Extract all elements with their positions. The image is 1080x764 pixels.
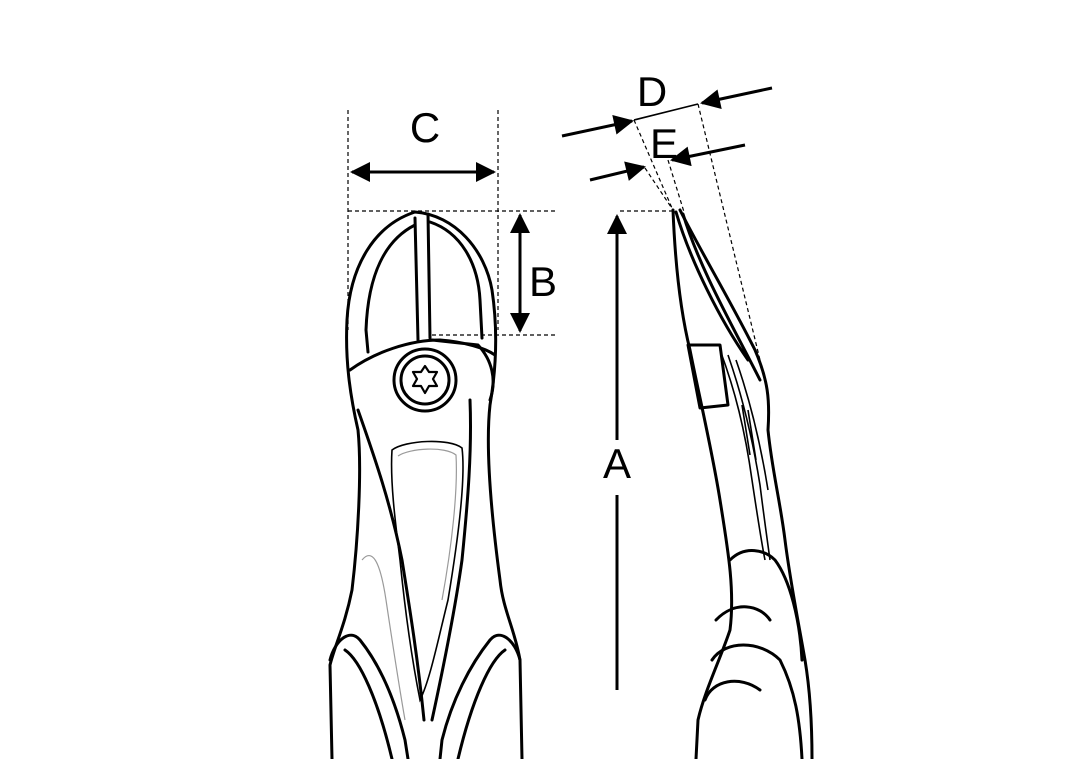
label-d: D <box>637 68 667 115</box>
handle-body-left <box>356 408 426 722</box>
side-layers <box>719 349 771 561</box>
e-arrow-right <box>670 143 746 167</box>
side-pivot-block <box>686 343 730 410</box>
handle-recess-inner <box>397 448 457 601</box>
side-view-pliers <box>671 208 814 761</box>
jaw-bevel <box>348 338 497 402</box>
grip-right <box>438 633 522 761</box>
d-extension-left <box>633 119 676 216</box>
torx-icon <box>411 364 439 395</box>
handle-body-right <box>430 398 473 722</box>
side-outline-left <box>671 208 734 761</box>
d-arrow-right <box>700 86 773 110</box>
label-c: C <box>410 104 440 151</box>
front-outline <box>328 210 524 761</box>
label-a: A <box>603 440 631 487</box>
side-outline-right <box>678 208 814 761</box>
label-b: B <box>529 258 557 305</box>
e-extension-left <box>644 167 674 211</box>
d-span <box>633 103 699 121</box>
jaw-inner-left <box>364 223 417 354</box>
d-arrow-left <box>561 114 634 138</box>
handle-left-shine <box>361 555 406 721</box>
side-handle-curve <box>714 549 804 662</box>
side-jaw-edge <box>674 210 762 382</box>
pivot-bolt <box>392 347 458 413</box>
pivot-bolt-inner <box>399 354 451 406</box>
front-dimensions: C B <box>347 104 557 336</box>
grip-left <box>328 633 410 761</box>
side-dimensions: A D E <box>561 68 773 690</box>
jaw-split-line <box>413 212 432 342</box>
d-extension-right <box>697 103 761 361</box>
label-e: E <box>650 120 678 167</box>
handle-recess <box>390 440 464 703</box>
front-view-pliers <box>328 210 524 761</box>
e-arrow-left <box>589 161 646 182</box>
e-extension-right <box>667 159 685 213</box>
side-grip <box>703 643 804 761</box>
jaw-inner-right <box>428 220 484 340</box>
